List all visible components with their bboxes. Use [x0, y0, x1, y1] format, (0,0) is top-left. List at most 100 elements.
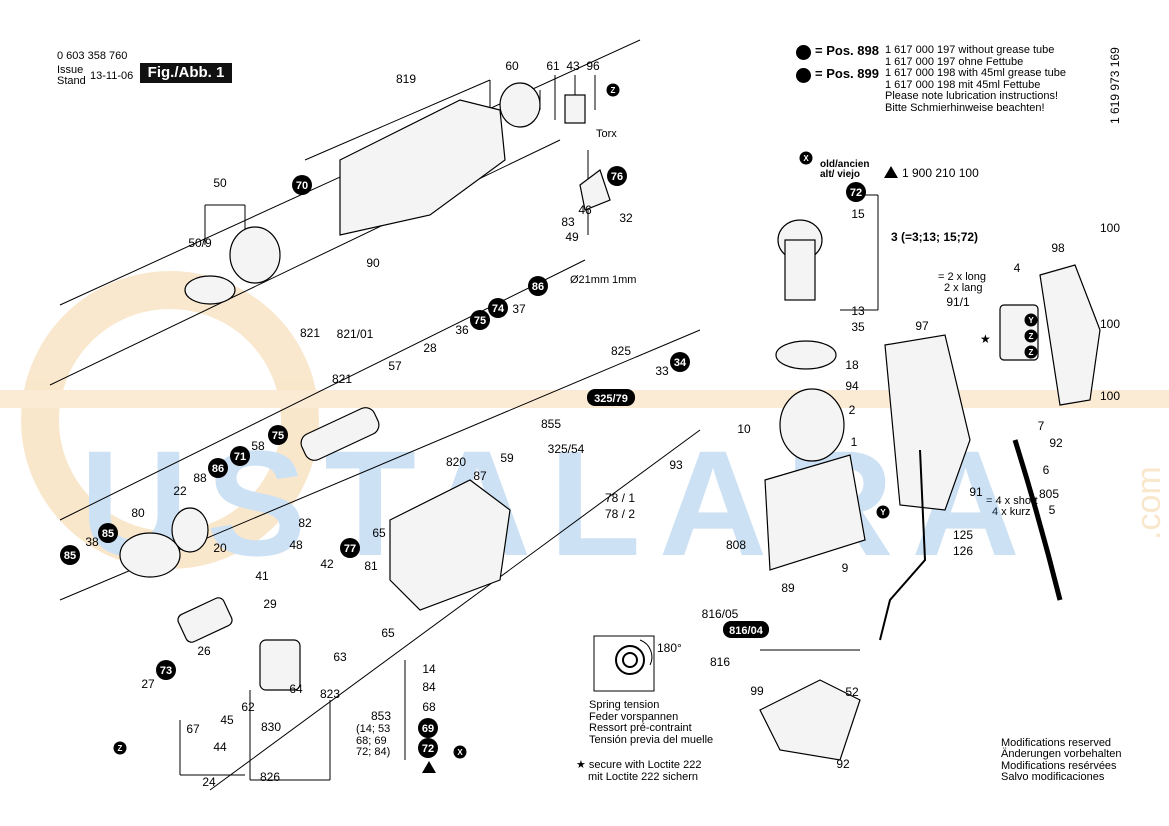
callout-circle-label: 74 [492, 303, 505, 315]
callout-circle-label: 34 [674, 357, 687, 369]
callout-circle-bg [607, 166, 627, 186]
part-label: 853 [371, 709, 391, 723]
part-label: 67 [186, 722, 200, 736]
part-label: 52 [845, 685, 859, 699]
old-new-line: alt/ viejo [820, 169, 861, 180]
callout-circle-label: Z [118, 744, 123, 753]
callout-circle: Z [1024, 329, 1038, 343]
gear-shape [579, 169, 611, 211]
part-label: 126 [953, 544, 973, 558]
part-label: 78 / 1 [605, 491, 635, 505]
callout-circle: 86 [208, 458, 228, 478]
part-label: 2 [849, 403, 856, 417]
sub-853-line: (14; 53 [356, 723, 391, 735]
callout-circle-bg [156, 660, 176, 680]
callout-circle-bg [799, 151, 813, 165]
part-label: 48 [289, 538, 303, 552]
old-new-label: old/ancien alt/ viejo [820, 160, 869, 180]
callout-circle-label: Z [611, 86, 616, 95]
callout-circle: 72 [846, 182, 866, 202]
callout-circle-label: Z [1029, 348, 1034, 357]
spring-tension-line: Ressort pré-contraint [589, 722, 692, 735]
bracket-819 [304, 79, 491, 161]
spring-tension-box [593, 635, 655, 692]
callout-circle: 85 [98, 523, 118, 543]
part-label: 81 [364, 559, 378, 573]
part-label: 820 [446, 455, 466, 469]
callout-circle-bg [606, 83, 620, 97]
part-shapes [119, 82, 1101, 761]
watermark-band [0, 390, 1169, 408]
torx-label: Torx [596, 128, 617, 140]
callout-circle-bg [670, 352, 690, 372]
part-label: 94 [845, 379, 859, 393]
part-label: 91 [969, 485, 983, 499]
handle-housing-shape [884, 334, 971, 511]
callout-circle-bg [60, 545, 80, 565]
part-label: 100 [1100, 221, 1120, 235]
issue-label: Issue [57, 64, 84, 76]
part-label: 808 [726, 538, 746, 552]
bearing-shape [499, 82, 541, 128]
part-label: 325/54 [548, 442, 585, 456]
part-label: 20 [213, 541, 227, 555]
issue-date: 13-11-06 [90, 70, 134, 82]
part-label: 49 [565, 230, 579, 244]
part-label: 7 [1038, 419, 1045, 433]
part-label: 84 [422, 680, 436, 694]
callout-circle-label: 85 [102, 528, 114, 540]
part-label: 60 [505, 59, 519, 73]
baffle-shape [775, 340, 837, 370]
lubrication-instruction: Please note lubrication instructions! Bi… [796, 91, 1066, 114]
stator-shape [779, 388, 845, 462]
callout-circle-bg [1024, 313, 1038, 327]
part-label: 28 [423, 341, 437, 355]
part-label: 45 [220, 713, 234, 727]
highlight-callout-bg [587, 389, 635, 406]
part-label: 35 [851, 320, 865, 334]
callout-circle-label: 73 [160, 665, 172, 677]
triangle-marker-icon [422, 761, 436, 773]
pos-899-line: 1 617 000 198 mit 45ml Fettube [885, 78, 1041, 91]
figure-label: Fig./Abb. 1 [140, 63, 232, 83]
callout-circle-label: 72 [850, 187, 862, 199]
short-note: = 4 x short 4 x kurz [986, 496, 1038, 518]
part-label: 819 [396, 72, 416, 86]
pos-899-label: = Pos. 899 [815, 66, 879, 82]
spring-tension-figure: 180° [593, 635, 682, 692]
callout-circle: 71 [230, 446, 250, 466]
part-label: 99 [750, 684, 764, 698]
part-label: 32 [619, 211, 633, 225]
callout-circle: 69 [418, 718, 438, 738]
part-label: 36 [455, 323, 469, 337]
old-new-line: old/ancien [820, 159, 870, 170]
part-label: 855 [541, 417, 561, 431]
sub-853-line: 68; 69 [356, 734, 387, 747]
part-label: 88 [193, 471, 207, 485]
part-label: 805 [1039, 487, 1059, 501]
long-note: = 2 x long 2 x lang [938, 272, 986, 294]
star-icon: ★ [576, 759, 589, 771]
modifications-line: Modifications reserved [1001, 737, 1112, 749]
part-label: 27 [141, 677, 155, 691]
callout-circle: X [799, 151, 813, 165]
tool-holder-shape [300, 407, 380, 461]
part-label: 821 [300, 326, 320, 340]
part-label: 93 [669, 458, 683, 472]
piston-shape [177, 597, 233, 643]
callout-circle: X [453, 745, 467, 759]
callout-circle: 86 [528, 276, 548, 296]
callout-circle-bg [488, 298, 508, 318]
part-label: 92 [1049, 436, 1063, 450]
star-icon: ★ [980, 332, 991, 346]
loctite-line: ★ secure with Loctite 222 [576, 759, 701, 772]
part-label: 816/05 [702, 607, 739, 621]
stand-label: Stand [57, 75, 86, 87]
sub-853-note: (14; 53 68; 69 72; 84) [356, 723, 391, 759]
part-label: 4 [1014, 261, 1021, 275]
callout-circle-bg [208, 458, 228, 478]
callout-circle: Z [606, 83, 620, 97]
highlight-callout: 816/04 [723, 621, 769, 638]
